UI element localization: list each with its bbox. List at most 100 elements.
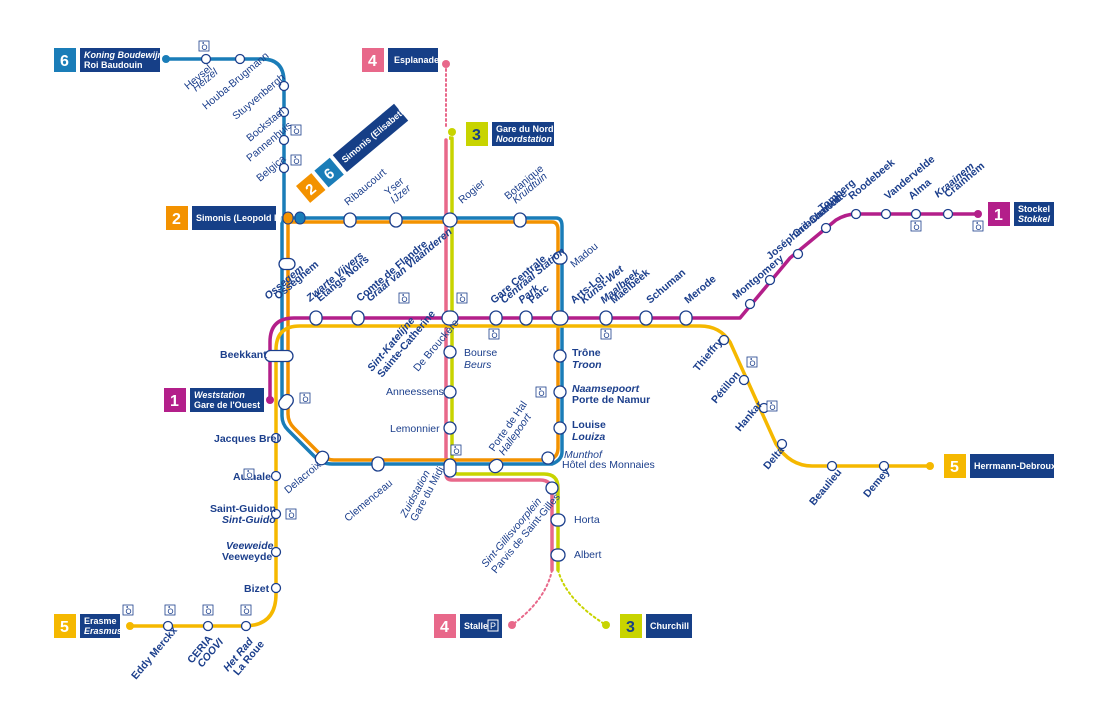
station-capsule-rogier[interactable] — [442, 212, 458, 228]
terminal-weststation[interactable]: 1 Weststation Gare de l'Ouest — [164, 388, 274, 412]
station-capsule-arts-loi[interactable] — [551, 310, 569, 326]
station-dot-tomberg[interactable] — [820, 222, 832, 234]
station-capsule-gare-centrale[interactable] — [489, 310, 503, 326]
station-dot-aumale[interactable] — [270, 470, 282, 482]
station-dot-pannenhuis[interactable] — [278, 134, 290, 146]
station-simonis-6[interactable] — [294, 211, 306, 225]
station-capsule-beekkant[interactable] — [264, 349, 294, 363]
station-capsule-ribaucourt[interactable] — [343, 212, 357, 228]
station-capsule-botanique[interactable] — [513, 212, 527, 228]
label-delacroix[interactable]: Delacroix — [282, 458, 324, 496]
station-simonis-2[interactable] — [282, 211, 294, 225]
station-capsule-weststation-box[interactable] — [276, 392, 295, 412]
station-dot-heysel[interactable] — [200, 53, 212, 65]
label-saint-guidon-2[interactable]: Sint-Guido — [222, 514, 276, 526]
station-capsule-bourse[interactable] — [443, 345, 457, 359]
station-dot-houba[interactable] — [234, 53, 246, 65]
label-eddy-merckx[interactable]: Eddy Merckx — [129, 624, 180, 681]
label-jacques-brel[interactable]: Jacques Brel — [214, 433, 279, 445]
label-demey[interactable]: Demey — [861, 466, 892, 500]
label-beaulieu[interactable]: Beaulieu — [807, 467, 844, 508]
label-louise-1[interactable]: Louise — [572, 419, 606, 431]
station-capsule-yser[interactable] — [389, 212, 403, 228]
terminal-simonis-leopold[interactable]: 2 Simonis (Leopold II) — [166, 206, 282, 230]
station-capsule-zwarte[interactable] — [309, 310, 323, 326]
label-albert[interactable]: Albert — [574, 549, 602, 561]
label-louise-2[interactable]: Louiza — [572, 431, 605, 443]
label-trone-1[interactable]: Trône — [572, 347, 601, 359]
label-munthof-1[interactable]: Munthof — [564, 449, 603, 461]
label-naamsepoort-2[interactable]: Porte de Namur — [572, 394, 650, 406]
station-capsule-zuidstation[interactable] — [443, 458, 457, 478]
station-capsule-lemonnier[interactable] — [443, 421, 457, 435]
label-naamsepoort-1[interactable]: Naamsepoort — [572, 383, 640, 395]
station-capsule-comte[interactable] — [351, 310, 365, 326]
label-saint-guidon-1[interactable]: Saint-Guidon — [210, 503, 276, 515]
station-capsule-park[interactable] — [519, 310, 533, 326]
station-dot-eddy-merckx[interactable] — [162, 620, 174, 632]
station-dot-stuyvenbergh[interactable] — [278, 80, 290, 92]
station-capsule-madou[interactable] — [552, 251, 568, 265]
station-capsule-sint-gillis[interactable] — [545, 481, 559, 495]
terminal-stalle[interactable]: 4 Stalle P — [434, 614, 516, 638]
station-dot-bockstael[interactable] — [278, 106, 290, 118]
station-dot-jacques-brel[interactable] — [270, 432, 282, 444]
station-capsule-horta[interactable] — [550, 513, 566, 527]
label-lemonnier[interactable]: Lemonnier — [390, 423, 440, 435]
label-petillon[interactable]: Pétillon — [709, 369, 743, 406]
label-merode[interactable]: Merode — [682, 273, 718, 306]
label-munthof-2[interactable]: Hôtel des Monnaies — [562, 459, 655, 471]
station-dot-alma[interactable] — [910, 208, 922, 220]
terminal-erasme[interactable]: 5 Erasme Erasmus — [54, 614, 134, 638]
station-dot-kraainem[interactable] — [942, 208, 954, 220]
label-thieffry[interactable]: Thieffry — [691, 337, 725, 374]
station-dot-veeweyde[interactable] — [270, 546, 282, 558]
station-dot-belgica[interactable] — [278, 162, 290, 174]
label-veeweyde-1[interactable]: Veeweide — [226, 540, 274, 552]
label-veeweyde-2[interactable]: Veeweyde — [222, 551, 272, 563]
terminal-herrmann-debroux[interactable]: 5 Herrmann-Debroux — [926, 454, 1056, 478]
label-bourse-1[interactable]: Bourse — [464, 347, 497, 359]
label-anneessens[interactable]: Anneessens — [386, 386, 444, 398]
station-dot-het-rad[interactable] — [240, 620, 252, 632]
station-dot-roodebeek[interactable] — [850, 208, 862, 220]
station-capsule-clemenceau[interactable] — [371, 456, 385, 472]
label-schuman[interactable]: Schuman — [644, 267, 688, 307]
terminal-churchill[interactable]: 3 Churchill — [602, 614, 692, 638]
station-dot-bizet[interactable] — [270, 582, 282, 594]
station-dot-beaulieu[interactable] — [826, 460, 838, 472]
station-capsule-anneessens[interactable] — [443, 385, 457, 399]
station-capsule-munthof[interactable] — [540, 450, 557, 467]
station-capsule-merode[interactable] — [679, 310, 693, 326]
station-capsule-delacroix[interactable] — [313, 449, 331, 467]
label-horta[interactable]: Horta — [574, 514, 600, 526]
label-rogier[interactable]: Rogier — [456, 177, 488, 206]
station-dot-demey[interactable] — [878, 460, 890, 472]
label-clemenceau[interactable]: Clemenceau — [342, 477, 395, 524]
station-dot-vandervelde[interactable] — [880, 208, 892, 220]
terminal-koning-boudewijn[interactable]: 6 Koning Boudewijn Roi Baudouin — [54, 48, 170, 72]
label-comte-2[interactable]: Graaf van Vlaanderen — [364, 226, 454, 305]
station-dot-montgomery[interactable] — [744, 298, 756, 310]
label-trone-2[interactable]: Troon — [572, 359, 602, 371]
label-bizet[interactable]: Bizet — [244, 583, 270, 595]
station-capsule-de-brouckere[interactable] — [441, 310, 459, 326]
station-capsule-schuman[interactable] — [639, 310, 653, 326]
station-capsule-porte-de-hal[interactable] — [487, 457, 505, 475]
station-dot-petillon[interactable] — [738, 374, 750, 386]
terminal-stockel[interactable]: 1 Stockel Stokkel — [974, 202, 1054, 226]
station-dot-gribaumont[interactable] — [792, 248, 804, 260]
label-hankar[interactable]: Hankar — [733, 399, 765, 434]
station-dot-ceria[interactable] — [202, 620, 214, 632]
station-capsule-osseghem[interactable] — [278, 257, 296, 271]
station-capsule-albert[interactable] — [550, 548, 566, 562]
station-capsule-naamsepoort[interactable] — [553, 385, 567, 399]
station-capsule-trone[interactable] — [553, 349, 567, 363]
station-dot-delta[interactable] — [776, 438, 788, 450]
label-ribaucourt[interactable]: Ribaucourt — [342, 166, 389, 208]
station-dot-josephine[interactable] — [764, 274, 776, 286]
terminal-esplanade[interactable]: 4 Esplanade — [362, 48, 450, 72]
station-dot-saint-guidon[interactable] — [270, 508, 282, 520]
label-madou[interactable]: Madou — [568, 240, 600, 270]
station-capsule-maalbeek[interactable] — [599, 310, 613, 326]
